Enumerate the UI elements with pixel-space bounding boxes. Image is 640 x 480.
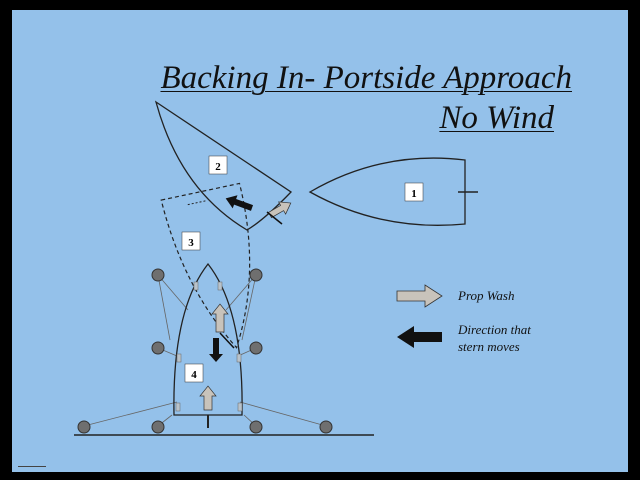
legend-direction-label: Direction that stern moves — [458, 321, 531, 355]
boat-label-2: 2 — [215, 161, 221, 173]
legend-prop-wash-label: Prop Wash — [458, 288, 515, 303]
legend-stern-direction-arrow-icon — [397, 326, 442, 348]
boat-3 — [160, 182, 251, 349]
legend-direction-line2: stern moves — [458, 339, 520, 354]
boat-label-box-2: 2 — [208, 155, 228, 175]
prop-wash-arrow-icon — [199, 385, 217, 411]
boat-2 — [154, 100, 293, 231]
slide: Backing In- Portside Approach No Wind — [12, 10, 628, 472]
boat-label-3: 3 — [188, 237, 194, 249]
prop-wash-arrow-icon — [268, 201, 292, 219]
boat-4 — [173, 262, 243, 428]
slide-subtitle: No Wind — [439, 100, 554, 136]
legend-direction-line1: Direction that — [458, 322, 531, 337]
stern-direction-arrow-icon — [225, 195, 254, 211]
legend-prop-wash-arrow-icon — [396, 284, 443, 308]
boat-label-1: 1 — [411, 188, 417, 200]
docking-diagram: 2 1 3 4 — [74, 100, 478, 436]
stern-direction-arrow-icon — [209, 338, 223, 362]
boat-1 — [308, 157, 478, 226]
boat-label-box-3: 3 — [181, 231, 201, 251]
prop-wash-arrow-icon — [211, 303, 229, 333]
boat-label-box-1: 1 — [404, 182, 424, 202]
boat-label-4: 4 — [191, 369, 197, 381]
boat-label-box-4: 4 — [184, 363, 204, 383]
piling-icon — [77, 268, 333, 434]
slide-title: Backing In- Portside Approach — [160, 60, 572, 96]
fenders — [175, 281, 243, 412]
slide-logo-icon — [18, 456, 46, 467]
